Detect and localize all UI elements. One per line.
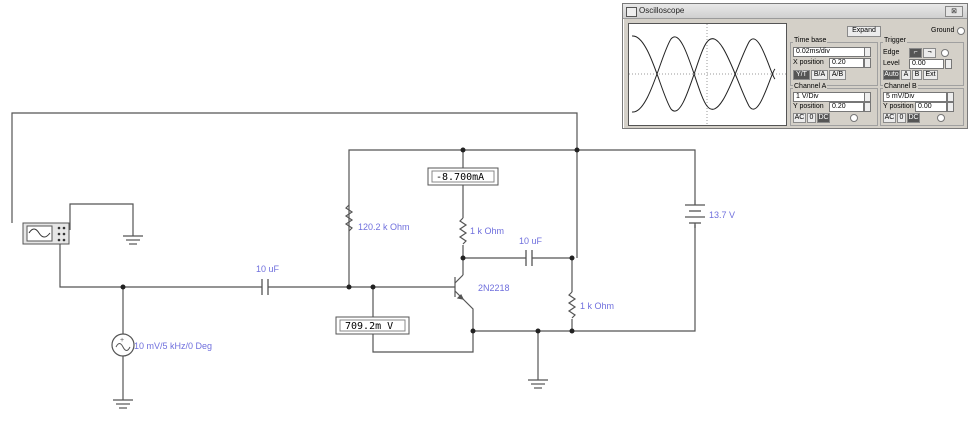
load-resistor[interactable] [567, 291, 577, 319]
channel-b-radio[interactable] [937, 114, 945, 122]
channel-a-scale-spinner[interactable] [864, 92, 871, 102]
channel-a-ac-button[interactable]: AC [793, 113, 806, 123]
channel-a-trace [631, 35, 776, 112]
oscilloscope-title: Oscilloscope [639, 6, 685, 15]
channel-b-ac-button[interactable]: AC [883, 113, 896, 123]
channel-a-ypos-field[interactable]: 0.20 [829, 102, 864, 112]
wire-scope-input [59, 244, 262, 288]
channel-a-ypos-label: Y position [793, 103, 824, 110]
trigger-b-button[interactable]: B [912, 70, 922, 80]
edge-rising-button[interactable]: ⌐ [909, 48, 922, 58]
voltmeter[interactable]: 709.2m V [335, 316, 410, 335]
channel-b-zero-button[interactable]: 0 [897, 113, 906, 123]
waveform-graph [629, 24, 786, 125]
trigger-a-button[interactable]: A [901, 70, 911, 80]
channel-b-group [880, 88, 964, 126]
xpos-spinner[interactable] [864, 58, 871, 68]
yt-mode-button[interactable]: Y/T [793, 70, 810, 80]
channel-b-ypos-spinner[interactable] [947, 102, 954, 112]
oscilloscope-instrument[interactable] [22, 222, 70, 245]
ground-radio[interactable] [957, 27, 965, 35]
ac-source-wave-icon [115, 343, 131, 351]
level-field[interactable]: 0.00 [909, 59, 944, 69]
transistor-2n2218[interactable] [454, 274, 465, 300]
ground-symbol-main [528, 379, 548, 389]
timebase-scale-field[interactable]: 0.02ms/div [793, 47, 865, 57]
wire-cap-load [532, 257, 573, 292]
channel-a-zero-button[interactable]: 0 [807, 113, 816, 123]
input-capacitor[interactable] [261, 279, 269, 295]
transistor-label: 2N2218 [478, 283, 510, 293]
input-capacitor-label: 10 uF [256, 264, 280, 274]
dc-supply[interactable] [685, 200, 705, 228]
ground-label: Ground [931, 27, 955, 34]
output-capacitor[interactable] [525, 250, 533, 266]
oscilloscope-display [628, 23, 787, 126]
base-resistor[interactable] [344, 204, 354, 232]
channel-a-group-label: Channel A [793, 83, 828, 90]
trigger-group [880, 42, 964, 86]
ammeter-reading: -8.700mA [436, 172, 484, 183]
collector-resistor[interactable] [458, 217, 468, 245]
timebase-group-label: Time base [793, 37, 828, 44]
channel-b-ypos-label: Y position [883, 103, 914, 110]
oscilloscope-window[interactable]: Oscilloscope ⊠ Expand Ground Time base 0… [622, 3, 968, 129]
edge-falling-button[interactable]: ¬ [923, 48, 936, 58]
channel-a-scale-field[interactable]: 1 V/Div [793, 92, 865, 102]
oscilloscope-titlebar[interactable]: Oscilloscope ⊠ [623, 4, 967, 19]
ab-mode-button[interactable]: A/B [829, 70, 846, 80]
channel-b-dc-button[interactable]: DC [907, 113, 920, 123]
junction-dots [120, 147, 580, 334]
voltmeter-reading: 709.2m V [345, 321, 393, 332]
close-button[interactable]: ⊠ [945, 6, 963, 17]
ground-symbol-scope [123, 235, 143, 245]
wire-rb-top [348, 149, 696, 287]
trigger-auto-button[interactable]: Auto [883, 70, 900, 80]
load-resistor-label: 1 k Ohm [580, 301, 614, 311]
ba-mode-button[interactable]: B/A [811, 70, 828, 80]
edge-label: Edge [883, 49, 900, 56]
trigger-ext-button[interactable]: Ext [923, 70, 938, 80]
channel-a-radio[interactable] [850, 114, 858, 122]
timebase-spinner[interactable] [864, 47, 871, 57]
timebase-group [790, 42, 878, 86]
channel-b-trace [631, 36, 776, 113]
channel-b-group-label: Channel B [883, 83, 918, 90]
ammeter[interactable]: -8.700mA [427, 167, 499, 186]
edge-radio[interactable] [941, 49, 949, 57]
trigger-group-label: Trigger [883, 37, 907, 44]
wire-voltmeter-ground [372, 331, 474, 353]
wire-scope-top [11, 112, 578, 258]
channel-b-scale-field[interactable]: 5 mV/Div [883, 92, 947, 102]
level-spinner[interactable] [945, 59, 952, 69]
base-resistor-label: 120.2 k Ohm [358, 222, 410, 232]
level-label: Level [883, 60, 900, 67]
ac-source-plus-icon: + [120, 337, 124, 344]
expand-button[interactable]: Expand [847, 26, 881, 37]
supply-label: 13.7 V [709, 210, 735, 220]
output-capacitor-label: 10 uF [519, 236, 543, 246]
ground-symbol-source [113, 399, 133, 409]
wire-emitter [462, 225, 696, 332]
channel-a-ypos-spinner[interactable] [864, 102, 871, 112]
source-label: 10 mV/5 kHz/0 Deg [134, 341, 212, 351]
channel-a-dc-button[interactable]: DC [817, 113, 830, 123]
window-icon [626, 7, 637, 17]
xpos-label: X position [793, 59, 824, 66]
xpos-field[interactable]: 0.20 [829, 58, 864, 68]
channel-b-ypos-field[interactable]: 0.00 [915, 102, 947, 112]
channel-b-scale-spinner[interactable] [947, 92, 954, 102]
channel-a-group [790, 88, 878, 126]
collector-resistor-label: 1 k Ohm [470, 226, 504, 236]
wire-scope-ground [69, 203, 134, 236]
